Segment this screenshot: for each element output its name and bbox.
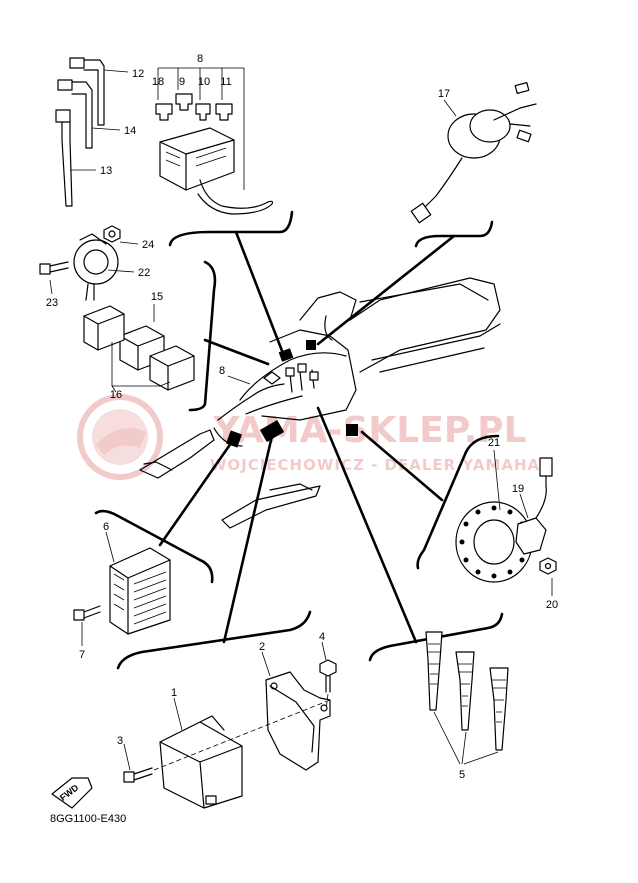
callout-13: 12 (132, 68, 144, 80)
relay-17b (149, 345, 195, 391)
spark-plug-cap-b (455, 651, 475, 731)
callout-6: 6 (103, 521, 109, 533)
horn-22 (73, 233, 119, 301)
callout-11: 10 (198, 76, 210, 88)
callout-22: 22 (138, 267, 150, 279)
connector-relay (278, 348, 294, 362)
relay-17a (83, 305, 125, 351)
spark-plug-cap-a (425, 631, 443, 711)
stator-group (455, 457, 557, 583)
rectifier-group (73, 547, 171, 635)
forward-direction-arrow: FWD (51, 777, 93, 809)
ecu-group (123, 659, 337, 809)
spark-plug-cap-c (489, 667, 509, 751)
flywheel-21 (455, 501, 533, 583)
callout-7: 7 (79, 649, 85, 661)
rectifier-regulator-6 (109, 547, 171, 635)
callout-14: 13 (100, 165, 112, 177)
bracket-2 (265, 671, 331, 771)
bolt-4 (319, 659, 337, 693)
callout-18: 17 (438, 88, 450, 100)
bolt-3 (123, 767, 153, 783)
relays-group (83, 305, 195, 391)
bolt-7 (73, 605, 101, 621)
callout-17: 16 (110, 389, 122, 401)
callout-8-center: 8 (219, 365, 225, 377)
cable-ties-group (55, 57, 105, 207)
callout-8-top: 8 (197, 53, 203, 65)
fuse-box (159, 127, 274, 215)
cable-tie-15 (57, 79, 93, 149)
fuse-box-assembly (155, 93, 274, 215)
callout-1: 1 (171, 687, 177, 699)
pickup-coil-19 (515, 457, 553, 555)
nut-24 (103, 225, 121, 243)
callout-9: 18 (152, 76, 164, 88)
callout-10: 9 (179, 76, 185, 88)
main-switch-18 (410, 81, 537, 224)
callout-2: 2 (259, 641, 265, 653)
bracket-connectors (94, 210, 504, 670)
ecu-1 (159, 715, 243, 809)
callout-12: 11 (220, 76, 231, 88)
callout-3: 3 (117, 735, 123, 747)
bolt-23 (39, 261, 69, 275)
callout-21: 21 (488, 437, 500, 449)
connector-ecu (259, 419, 285, 443)
chassis-and-harness (139, 277, 501, 529)
connector-rectifier (225, 430, 243, 448)
callout-5: 5 (459, 769, 465, 781)
callout-23: 23 (46, 297, 58, 309)
diagram-code: 8GG1100-E430 (50, 813, 126, 825)
leader-lines (49, 67, 553, 771)
callout-16: 15 (151, 291, 163, 303)
fuse-10 (175, 93, 193, 111)
watermark-subtitle: WOJCIECHOWICZ - DEALER YAMAHA (210, 456, 540, 474)
bolt-20 (539, 557, 557, 575)
fuse-9 (155, 103, 173, 121)
connector-main-switch (306, 340, 316, 350)
fuse-12 (215, 103, 233, 121)
cable-tie-13 (69, 57, 105, 126)
callout-19: 19 (512, 483, 524, 495)
callout-labels: 8 18 9 10 11 12 14 13 17 24 22 23 15 16 … (46, 53, 558, 781)
cable-tie-14 (55, 109, 73, 207)
callout-20: 20 (546, 599, 558, 611)
connector-stator (346, 424, 358, 436)
horn-group (39, 225, 121, 301)
spark-plug-caps-5 (425, 631, 509, 751)
callout-24: 24 (142, 239, 154, 251)
callout-15: 14 (124, 125, 136, 137)
watermark-logo (77, 394, 163, 480)
callout-4: 4 (319, 631, 325, 643)
watermark-title: YAMA-SKLEP.PL (212, 410, 526, 451)
fuse-11 (195, 103, 211, 121)
